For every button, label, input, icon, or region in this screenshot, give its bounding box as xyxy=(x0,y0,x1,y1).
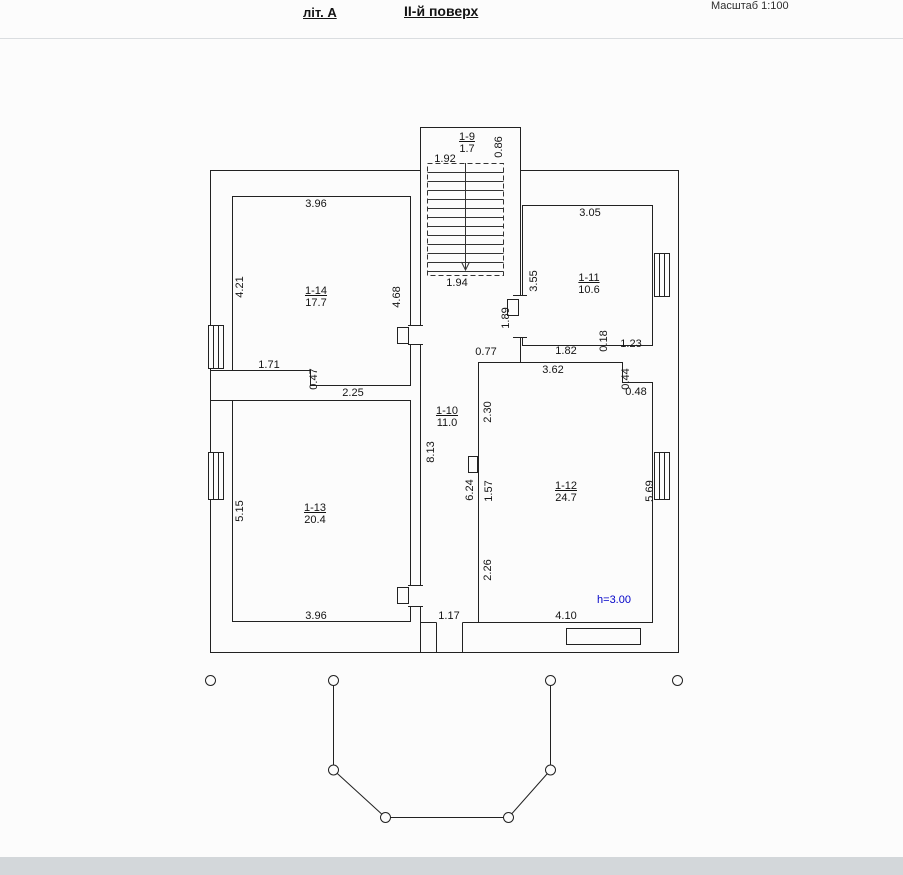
porch xyxy=(205,675,683,823)
window-left-lower xyxy=(208,452,224,500)
dim-corridor-right-lower: 1.57 xyxy=(483,480,495,502)
room-number: 1-9 xyxy=(459,131,475,143)
dim-balcony-door-width: 1.17 xyxy=(438,610,460,622)
dim-room11-bottom-left: 1.82 xyxy=(555,345,577,357)
room-label-1-11: 1-11 10.6 xyxy=(578,272,599,296)
room-number: 1-12 xyxy=(554,480,578,492)
stairs xyxy=(427,163,504,276)
room-label-1-13: 1-13 20.4 xyxy=(304,502,326,526)
dim-room11-height-left: 3.55 xyxy=(528,270,540,292)
room-label-1-12: 1-12 24.7 xyxy=(555,480,577,504)
dim-corridor-wall-seg: 0.77 xyxy=(475,346,497,358)
window-right-upper xyxy=(654,253,670,297)
stair-direction-arrow xyxy=(461,163,470,272)
room-area: 17.7 xyxy=(305,297,327,309)
dim-room13-height-left: 5.15 xyxy=(234,500,246,522)
dim-room12-top-width: 3.62 xyxy=(542,364,564,376)
dim-room12-height-right: 5.69 xyxy=(644,480,656,502)
room-area: 24.7 xyxy=(555,492,577,504)
room-label-1-10: 1-10 11.0 xyxy=(436,405,458,429)
ceiling-height-note: h=3.00 xyxy=(597,594,631,606)
dim-room12-bottom-width: 4.10 xyxy=(555,610,577,622)
room-area: 20.4 xyxy=(304,514,326,526)
walls-outline xyxy=(210,127,679,653)
floor-title: ІІ-й поверх xyxy=(404,3,479,19)
porch-bay-outline xyxy=(333,680,551,818)
dim-stairs-top-width: 1.92 xyxy=(434,153,456,165)
windows xyxy=(208,253,670,500)
room-number: 1-10 xyxy=(435,405,459,417)
dim-room14-bottom-right: 2.25 xyxy=(342,387,364,399)
dim-room12-left-lower: 2.26 xyxy=(482,559,494,581)
room-number: 1-11 xyxy=(578,272,600,284)
scale-note: Масштаб 1:100 xyxy=(711,0,789,12)
dim-room12-left-upper: 2.30 xyxy=(482,401,494,423)
dim-room11-width: 3.05 xyxy=(579,207,601,219)
room-label-1-14: 1-14 17.7 xyxy=(305,285,327,309)
dim-room11-bottom-step: 0.18 xyxy=(598,330,610,352)
porch-columns xyxy=(205,675,683,823)
dim-corridor-length: 8.13 xyxy=(425,441,437,463)
room-area: 10.6 xyxy=(578,284,600,296)
dim-room14-width: 3.96 xyxy=(305,198,327,210)
dim-room14-bottom-left: 1.71 xyxy=(258,359,280,371)
dim-room12-step-height: 0.44 xyxy=(620,368,632,390)
dim-room11-bottom-right: 1.23 xyxy=(620,338,642,350)
room-label-1-9: 1-9 1.7 xyxy=(459,131,475,155)
dim-room12-step-width: 0.48 xyxy=(625,386,647,398)
building-letter: літ. А xyxy=(303,5,337,20)
dim-landing-depth: 0.86 xyxy=(493,136,505,158)
dim-stairs-width: 1.94 xyxy=(446,277,468,289)
room-number: 1-14 xyxy=(304,285,328,297)
dim-room14-height-left: 4.21 xyxy=(234,276,246,298)
room-area: 11.0 xyxy=(436,417,458,429)
dim-partition-step: 0.47 xyxy=(308,368,320,390)
room-number: 1-13 xyxy=(303,502,327,514)
dim-door-room11: 1.89 xyxy=(500,307,512,329)
window-right-lower xyxy=(654,452,670,500)
dim-room13-bottom-width: 3.96 xyxy=(305,610,327,622)
page-decor xyxy=(0,38,903,875)
window-left-upper xyxy=(208,325,224,369)
dim-corridor-right-upper: 6.24 xyxy=(464,479,476,501)
room-area: 1.7 xyxy=(459,143,475,155)
dim-room14-height-right: 4.68 xyxy=(391,286,403,308)
